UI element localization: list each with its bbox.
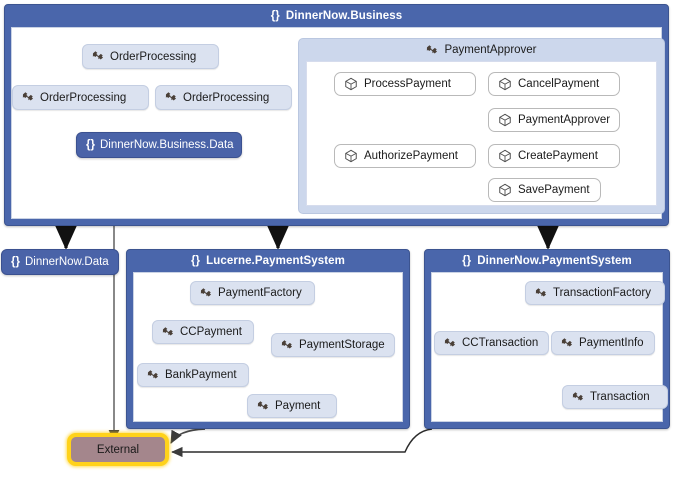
node-cctransaction[interactable]: CCTransaction (434, 331, 549, 355)
node-label: External (96, 443, 140, 456)
node-method-paymentapprover[interactable]: PaymentApprover (488, 108, 620, 132)
group-title: DinnerNow.Business (285, 10, 403, 22)
node-label: PaymentStorage (299, 339, 385, 351)
class-type-icon (257, 400, 270, 413)
node-label: Payment (275, 400, 321, 412)
node-label: PaymentFactory (218, 287, 302, 299)
class-type-icon (535, 287, 548, 300)
node-paymentstorage[interactable]: PaymentStorage (271, 333, 395, 357)
node-orderprocessing-left[interactable]: OrderProcessing (12, 85, 149, 110)
node-method-createpayment[interactable]: CreatePayment (488, 144, 620, 168)
braces-icon: {} (190, 255, 201, 267)
group-title: DinnerNow.PaymentSystem (477, 255, 632, 267)
class-type-icon (572, 391, 585, 404)
class-type-icon (561, 337, 574, 350)
subgroup-header-payment-approver: PaymentApprover (299, 39, 664, 61)
node-label: SavePayment (518, 184, 590, 196)
node-orderprocessing-right[interactable]: OrderProcessing (155, 85, 292, 110)
node-label: PaymentInfo (579, 337, 644, 349)
braces-icon: {} (86, 139, 95, 151)
node-bankpayment[interactable]: BankPayment (137, 363, 249, 387)
node-label: CancelPayment (518, 78, 600, 90)
node-paymentinfo[interactable]: PaymentInfo (551, 331, 655, 355)
braces-icon: {} (270, 10, 280, 22)
node-dinnernow-data[interactable]: {} DinnerNow.Data (1, 249, 119, 275)
node-method-authorizepayment[interactable]: AuthorizePayment (334, 144, 476, 168)
node-label: CreatePayment (518, 150, 598, 162)
node-label: DinnerNow.Data (24, 256, 109, 268)
node-label: OrderProcessing (40, 91, 127, 104)
node-transaction[interactable]: Transaction (562, 385, 668, 409)
node-method-savepayment[interactable]: SavePayment (488, 178, 601, 202)
node-ccpayment[interactable]: CCPayment (152, 320, 254, 344)
method-cube-icon (498, 77, 512, 91)
method-cube-icon (344, 77, 358, 91)
group-header-lucerne: {} Lucerne.PaymentSystem (127, 250, 409, 272)
edge-dinnernowpaymentsystem-to-external (171, 428, 433, 458)
class-type-icon (281, 339, 294, 352)
braces-icon: {} (462, 255, 472, 267)
edge-lucerne-to-external (170, 428, 206, 444)
node-label: CCPayment (180, 326, 242, 338)
node-dinnernow-business-data[interactable]: {} DinnerNow.Business.Data (76, 132, 242, 158)
method-cube-icon (344, 149, 358, 163)
node-label: DinnerNow.Business.Data (99, 139, 234, 151)
node-label: OrderProcessing (110, 50, 197, 63)
node-method-cancelpayment[interactable]: CancelPayment (488, 72, 620, 96)
class-type-icon (444, 337, 457, 350)
node-label: CCTransaction (462, 337, 539, 349)
node-external[interactable]: External (67, 433, 169, 466)
node-paymentfactory[interactable]: PaymentFactory (190, 281, 315, 305)
method-cube-icon (498, 149, 512, 163)
method-cube-icon (498, 113, 512, 127)
method-cube-icon (498, 183, 512, 197)
class-type-icon (200, 287, 213, 300)
node-label: TransactionFactory (553, 287, 651, 299)
node-transactionfactory[interactable]: TransactionFactory (525, 281, 665, 305)
subgroup-title: PaymentApprover (444, 44, 537, 56)
class-type-icon (162, 326, 175, 339)
node-label: PaymentApprover (518, 114, 611, 126)
node-label: ProcessPayment (364, 78, 451, 90)
node-method-processpayment[interactable]: ProcessPayment (334, 72, 476, 96)
group-header-dinnernow-paymentsystem: {} DinnerNow.PaymentSystem (425, 250, 669, 272)
node-payment[interactable]: Payment (247, 394, 337, 418)
node-label: OrderProcessing (183, 91, 270, 104)
class-type-icon (92, 50, 105, 63)
node-label: Transaction (590, 391, 650, 403)
class-type-icon (165, 91, 178, 104)
braces-icon: {} (11, 256, 20, 268)
class-type-icon (22, 91, 35, 104)
group-title: Lucerne.PaymentSystem (206, 255, 346, 267)
node-orderprocessing-top[interactable]: OrderProcessing (82, 44, 219, 69)
node-label: BankPayment (165, 369, 237, 381)
class-type-icon (426, 44, 439, 57)
node-label: AuthorizePayment (364, 150, 458, 162)
class-type-icon (147, 369, 160, 382)
group-header-dinnernow-business: {} DinnerNow.Business (5, 5, 668, 27)
